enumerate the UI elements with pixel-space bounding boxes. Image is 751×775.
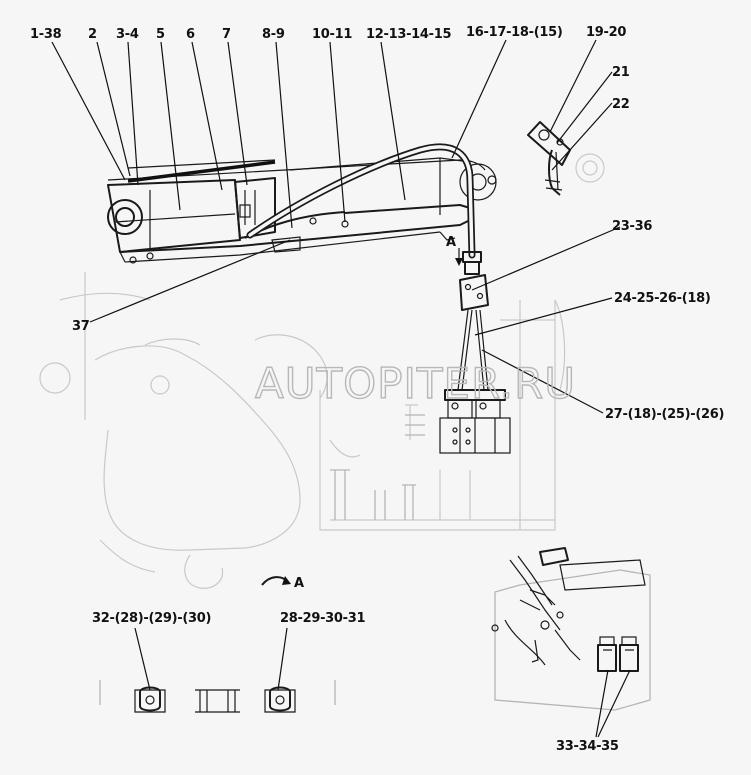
callout-10-11: 10-11 [312, 27, 352, 42]
callout-27-18-25-26: 27-(18)-(25)-(26) [605, 407, 724, 422]
callout-8-9: 8-9 [262, 27, 285, 42]
callout-28-29-30-31: 28-29-30-31 [280, 611, 366, 626]
callout-3-4: 3-4 [116, 27, 139, 42]
callout-22: 22 [612, 97, 630, 112]
view-marker-a: A [446, 235, 463, 266]
callout-2: 2 [88, 27, 97, 42]
clamp-detail [99, 680, 336, 713]
control-panel-detail [491, 547, 651, 711]
callout-19-20: 19-20 [586, 25, 626, 40]
hose-assembly [246, 143, 482, 275]
callout-7: 7 [222, 27, 231, 42]
callout-16-17-18-15: 16-17-18-(15) [466, 25, 563, 40]
callout-33-34-35: 33-34-35 [556, 739, 619, 754]
callout-24-25-26-18: 24-25-26-(18) [614, 291, 711, 306]
callout-23-36: 23-36 [612, 219, 652, 234]
bracket-detail [527, 121, 605, 196]
callout-32-28-29-30: 32-(28)-(29)-(30) [92, 611, 211, 626]
leader-lines [51, 39, 631, 738]
background-outline [39, 272, 566, 589]
view-arrow-label: A [294, 576, 304, 591]
callout-1-38: 1-38 [30, 27, 62, 42]
callout-6: 6 [186, 27, 195, 42]
valve-assembly [439, 274, 511, 454]
callout-21: 21 [612, 65, 630, 80]
callout-5: 5 [156, 27, 165, 42]
view-arrow-a: A [261, 576, 304, 591]
callout-labels: 1-38 2 3-4 5 6 7 8-9 10-11 12-13-14-15 1… [30, 25, 724, 754]
watermark-text: AUTOPITER.RU [255, 359, 576, 408]
boom-cylinder-assembly [107, 157, 497, 264]
view-marker-label: A [446, 235, 456, 250]
callout-12-13-14-15: 12-13-14-15 [366, 27, 452, 42]
callout-37: 37 [72, 319, 90, 334]
